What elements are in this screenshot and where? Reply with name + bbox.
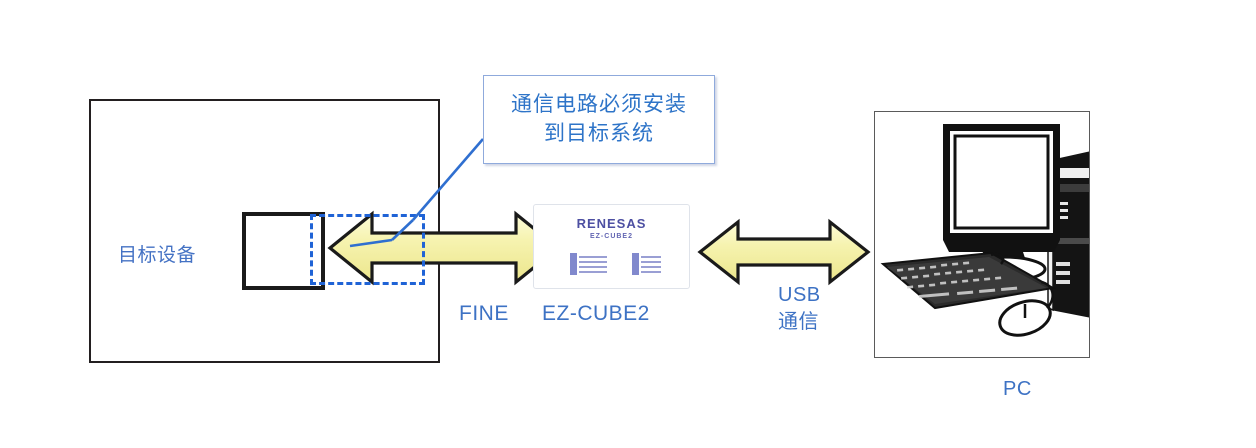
ez-cube2-label: EZ-CUBE2 xyxy=(542,302,650,325)
ez-cube2-model-text: EZ-CUBE2 xyxy=(589,233,633,240)
connector-block xyxy=(570,253,577,275)
pc-illustration-box xyxy=(874,111,1090,358)
pc-label: PC xyxy=(1003,378,1032,400)
pc-illustration xyxy=(880,124,1089,337)
usb-arrow-icon xyxy=(697,218,871,286)
ez-cube2-connector-left xyxy=(570,253,607,275)
fine-connection-label: FINE xyxy=(459,302,509,325)
target-device-label: 目标设备 xyxy=(118,245,197,266)
connector-pins xyxy=(641,253,661,275)
pc-keyboard-icon xyxy=(880,251,1056,310)
connector-block xyxy=(632,253,639,275)
communication-circuit-highlight xyxy=(310,214,425,285)
ez-cube2-device: RENESAS EZ-CUBE2 xyxy=(533,204,690,289)
usb-connection-label-line-1: USB xyxy=(778,284,821,306)
usb-connection-label: USB 通信 xyxy=(778,282,821,336)
pc-monitor-icon xyxy=(943,124,1060,283)
callout-line-2: 到目标系统 xyxy=(544,121,654,145)
renesas-brand-text: RENESAS xyxy=(576,216,647,231)
ez-cube2-connector-right xyxy=(632,253,661,275)
connector-pins xyxy=(579,253,607,275)
callout-line-1: 通信电路必须安装 xyxy=(511,93,687,117)
communication-circuit-callout: 通信电路必须安装 到目标系统 xyxy=(483,75,715,164)
pc-mouse-icon xyxy=(998,280,1054,337)
usb-connection-label-line-2: 通信 xyxy=(778,311,819,333)
